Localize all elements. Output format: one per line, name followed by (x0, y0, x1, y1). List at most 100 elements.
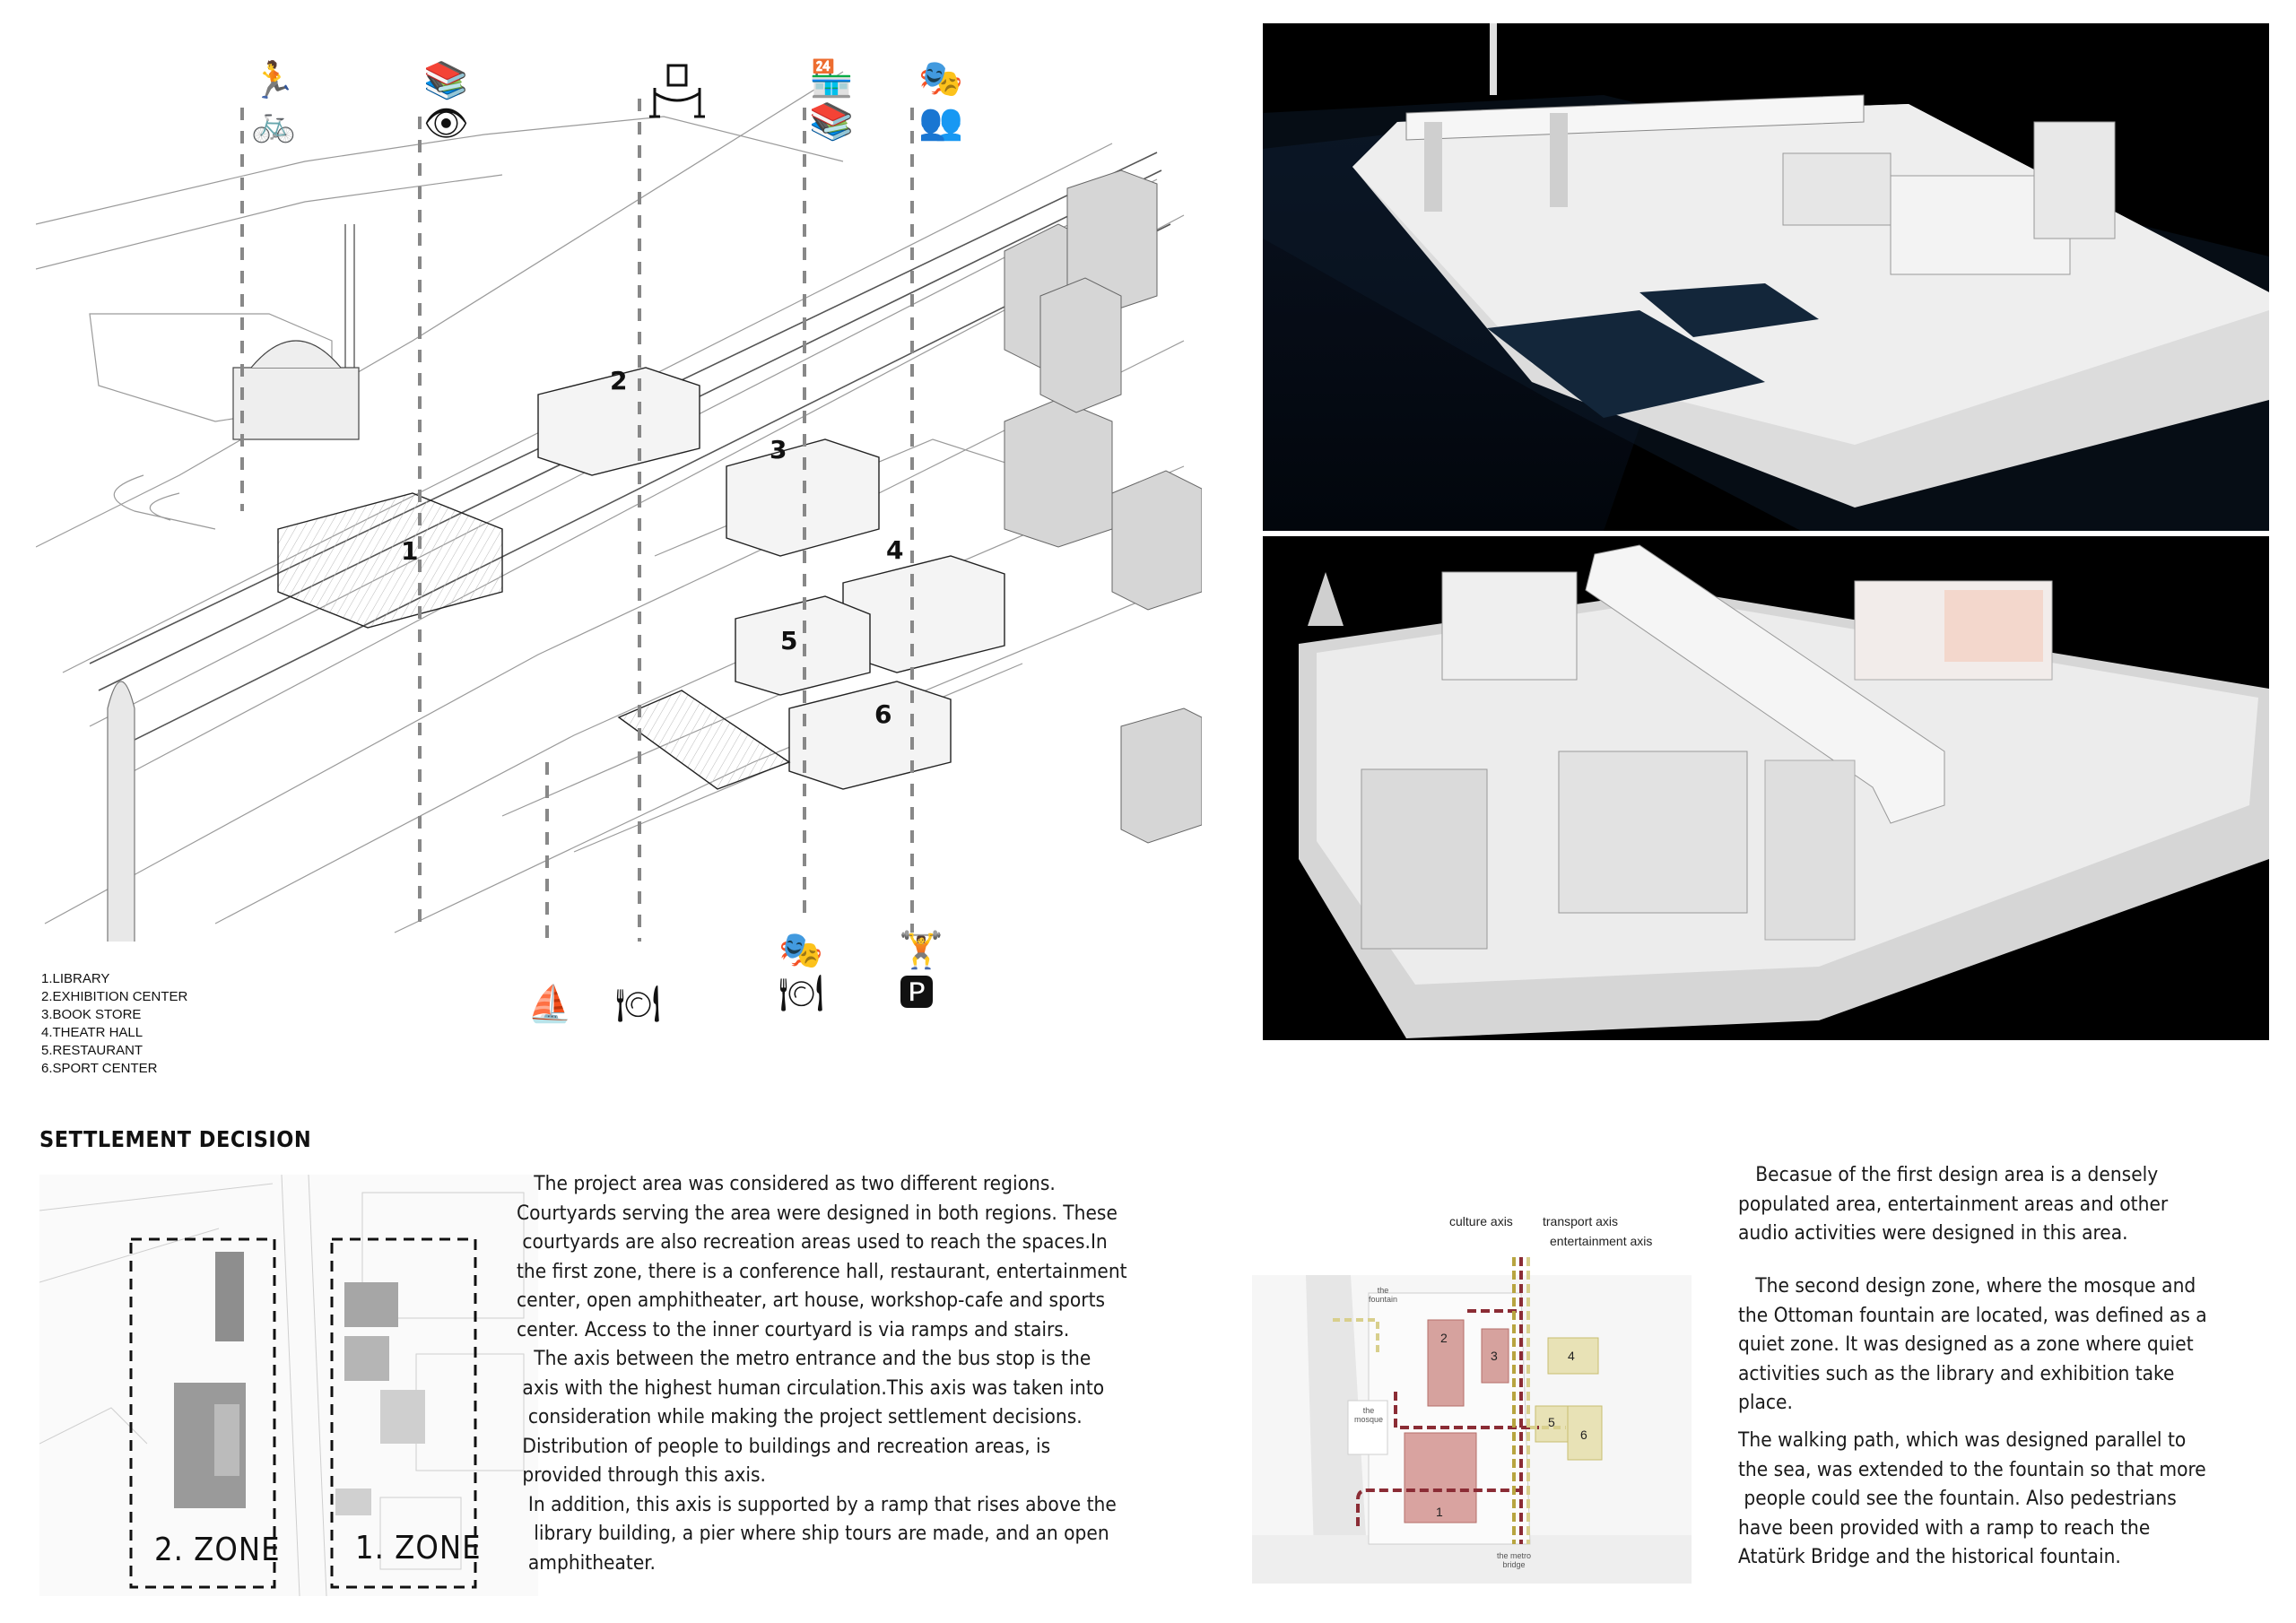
icon-stack-exhibition (646, 61, 709, 127)
zone-1-boundary (330, 1237, 477, 1589)
section-title: SETTLEMENT DECISION (39, 1126, 312, 1152)
icon-stack-sport: 🏃 🚲 (251, 63, 296, 142)
dumbbell-icon: 🏋 (899, 930, 944, 971)
paragraph-line: provided through this axis. (517, 1463, 766, 1487)
paragraph-line: amphitheater. (517, 1550, 656, 1575)
axis-diagram: culture axis transport axis entertainmen… (1252, 1203, 1692, 1584)
paragraph-line: populated area, entertainment areas and … (1738, 1192, 2169, 1216)
project-buildings (277, 367, 1005, 790)
books-icon: 📚 (809, 101, 854, 143)
zone-2-boundary (129, 1237, 276, 1589)
running-icon: 🏃 (251, 60, 296, 101)
icon-stack-sport-parking: 🏋 🅿 (899, 933, 944, 1011)
paragraph-line: Courtyards serving the area were designe… (517, 1201, 1118, 1225)
paragraph-line: center. Access to the inner courtyard is… (517, 1317, 1070, 1341)
legend-item: 5.RESTAURANT (41, 1043, 144, 1058)
eye-icon: 👁 (423, 103, 469, 144)
legend-item: 3.BOOK STORE (41, 1007, 142, 1022)
block-1-number: 1 (1436, 1505, 1443, 1519)
paragraph-line: Atatürk Bridge and the historical founta… (1738, 1545, 2121, 1568)
paragraph-line: Distribution of people to buildings and … (517, 1434, 1051, 1458)
sailboat-icon: ⛵ (527, 984, 572, 1025)
legend-item: 1.LIBRARY (41, 971, 110, 986)
zone-map: 2. ZONE 1. ZONE (39, 1174, 538, 1597)
building-number-1: 1 (401, 536, 419, 566)
books-icon: 📚 (423, 60, 468, 101)
legend-item: 2.EXHIBITION CENTER (41, 989, 188, 1004)
building-number-4: 4 (886, 535, 904, 565)
model-photo-top (1263, 23, 2269, 531)
block-5-number: 5 (1548, 1415, 1555, 1429)
mosque-block (1347, 1400, 1388, 1455)
paragraph-line: library building, a pier where ship tour… (517, 1522, 1109, 1545)
model-photo-bottom (1263, 536, 2269, 1040)
paragraph-line: consideration while making the project s… (517, 1405, 1083, 1428)
building-number-2: 2 (610, 366, 628, 395)
building-number-6: 6 (874, 699, 892, 729)
building-legend: 1.LIBRARY 2.EXHIBITION CENTER 3.BOOK STO… (41, 970, 187, 1078)
paragraph-line: place. (1738, 1391, 1793, 1414)
transport-axis-label: transport axis (1543, 1214, 1619, 1228)
shop-icon: 🏪 (809, 58, 854, 100)
legend-item: 4.THEATR HALL (41, 1025, 144, 1040)
paragraph-line: the sea, was extended to the fountain so… (1738, 1457, 2206, 1481)
bicycle-icon: 🚲 (251, 103, 296, 144)
icon-stack-entertainment: 🎭 🍽 (778, 933, 824, 1011)
fountain-label: the fountain (1368, 1286, 1398, 1304)
paragraph-line: The second design zone, where the mosque… (1738, 1274, 2196, 1298)
paragraph-line: courtyards are also recreation areas use… (517, 1230, 1108, 1254)
culture-axis-path-a (1356, 1488, 1521, 1526)
settlement-paragraph-left: The project area was considered as two d… (517, 1169, 1127, 1577)
culture-axis-label: culture axis (1449, 1214, 1513, 1228)
icon-stack-library: 📚 👁 (423, 63, 469, 142)
block-6 (1567, 1405, 1603, 1461)
parking-icon: 🅿 (899, 973, 935, 1014)
paragraph-line: Becasue of the first design area is a de… (1738, 1163, 2159, 1186)
paragraph-line: axis with the highest human circulation.… (517, 1376, 1105, 1400)
theatre-masks-icon: 🎭 (778, 930, 823, 971)
paragraph-line: audio activities were designed in this a… (1738, 1221, 2128, 1245)
block-2 (1427, 1319, 1465, 1407)
paragraph-line: quiet zone. It was designed as a zone wh… (1738, 1332, 2194, 1356)
mosque-drawing (232, 224, 360, 440)
paragraph-line: The walking path, which was designed par… (1738, 1428, 2187, 1452)
block-6-number: 6 (1580, 1428, 1587, 1442)
entertainment-axis-label: entertainment axis (1550, 1234, 1653, 1248)
dining-icon: 🍽 (778, 973, 824, 1014)
building-masses (1004, 169, 1203, 844)
axis-diagram-drawing (1252, 1257, 1692, 1584)
zone-1-label: 1. ZONE (355, 1530, 482, 1567)
axonometric-linework (35, 71, 1203, 1013)
dining-icon: 🍽 (615, 984, 661, 1025)
exhibition-frame-icon (649, 64, 705, 118)
paragraph-line: the Ottoman fountain are located, was de… (1738, 1303, 2207, 1327)
paragraph-line: The axis between the metro entrance and … (517, 1347, 1091, 1370)
block-4-number: 4 (1568, 1349, 1575, 1363)
block-3 (1481, 1328, 1509, 1384)
model-photo-top-render (1263, 23, 2269, 531)
mosque-label: the mosque (1353, 1406, 1384, 1424)
paragraph-line: activities such as the library and exhib… (1738, 1361, 2175, 1385)
settlement-paragraph-right-3: The walking path, which was designed par… (1738, 1426, 2206, 1572)
axonometric-site-drawing: 🏃 🚲 📚 👁 🏪 📚 🎭 👥 1 2 3 4 5 6 (35, 45, 1203, 1013)
paragraph-line: the first zone, there is a conference ha… (517, 1259, 1127, 1283)
block-2-number: 2 (1440, 1331, 1448, 1345)
paragraph-line: people could see the fountain. Also pede… (1738, 1487, 2177, 1510)
metro-bridge-label: the metro bridge (1496, 1551, 1532, 1569)
settlement-paragraph-right-2: The second design zone, where the mosque… (1738, 1271, 2207, 1418)
paragraph-line: center, open amphitheater, art house, wo… (517, 1289, 1106, 1312)
zone-2-label: 2. ZONE (154, 1532, 281, 1568)
model-photo-bottom-render (1263, 536, 2269, 1040)
paragraph-line: In addition, this axis is supported by a… (517, 1492, 1117, 1516)
legend-item: 6.SPORT CENTER (41, 1061, 158, 1076)
block-4 (1547, 1337, 1599, 1375)
block-1 (1404, 1432, 1477, 1523)
settlement-paragraph-right-1: Becasue of the first design area is a de… (1738, 1160, 2168, 1248)
building-number-3: 3 (770, 435, 787, 464)
paragraph-line: have been provided with a ramp to reach … (1738, 1515, 2151, 1540)
theatre-masks-icon: 🎭 (918, 58, 963, 100)
zone-map-drawing (39, 1174, 538, 1597)
building-number-5: 5 (780, 626, 798, 655)
icon-stack-theatre: 🎭 👥 (918, 61, 963, 140)
tower-drawing (107, 681, 135, 942)
